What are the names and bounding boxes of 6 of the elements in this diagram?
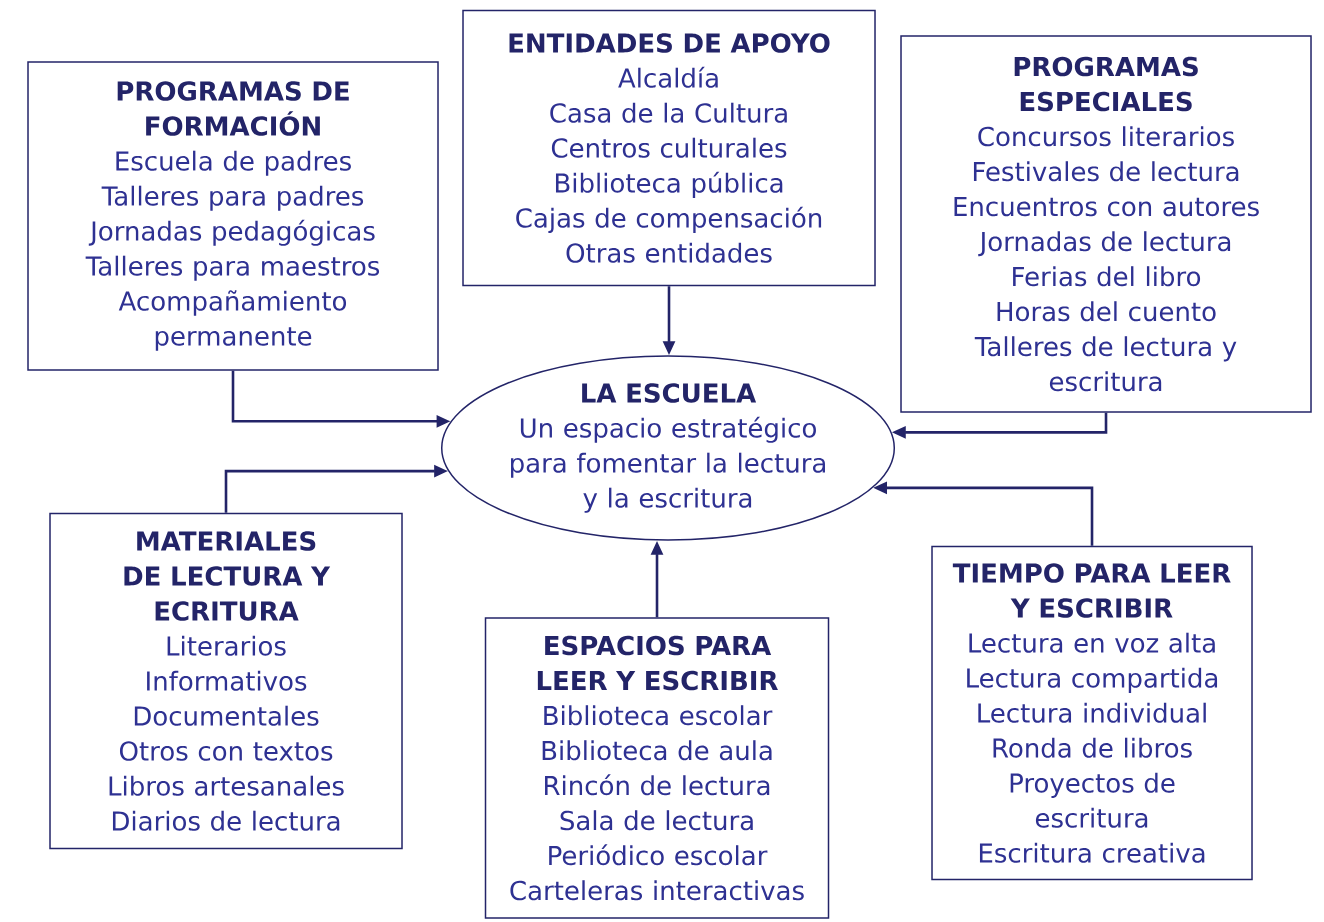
text-box: PROGRAMAS ESPECIALES Concursos literarios Festivales de lectura Encuentros con autores Jornadas de lectura Ferias del libro Horas del cuento Talleres de lectura y escritura: [900, 35, 1312, 413]
text-box: ENTIDADES DE APOYO Alcaldía Casa de la Cultura Centros culturales Biblioteca pública Cajas de compensación Otras entidades: [462, 9, 876, 287]
text-box: PROGRAMAS DE FORMACIÓN Escuela de padres Talleres para padres Jornadas pedagógicas Talleres para maestros Acompañamiento permanente: [27, 61, 439, 371]
text-box: TIEMPO PARA LEER Y ESCRIBIR Lectura en voz alta Lectura compartida Lectura individual Ronda de libros Proyectos de escritura Escritura creativa: [931, 545, 1253, 881]
text-box: ESPACIOS PARA LEER Y ESCRIBIR Biblioteca escolar Biblioteca de aula Rincón de lectura Sala de lectura Periódico escolar Carteleras interactivas: [484, 617, 830, 919]
text-box: MATERIALES DE LECTURA Y ECRITURA Literarios Informativos Documentales Otros con textos Libros artesanales Diarios de lectura: [49, 512, 403, 850]
